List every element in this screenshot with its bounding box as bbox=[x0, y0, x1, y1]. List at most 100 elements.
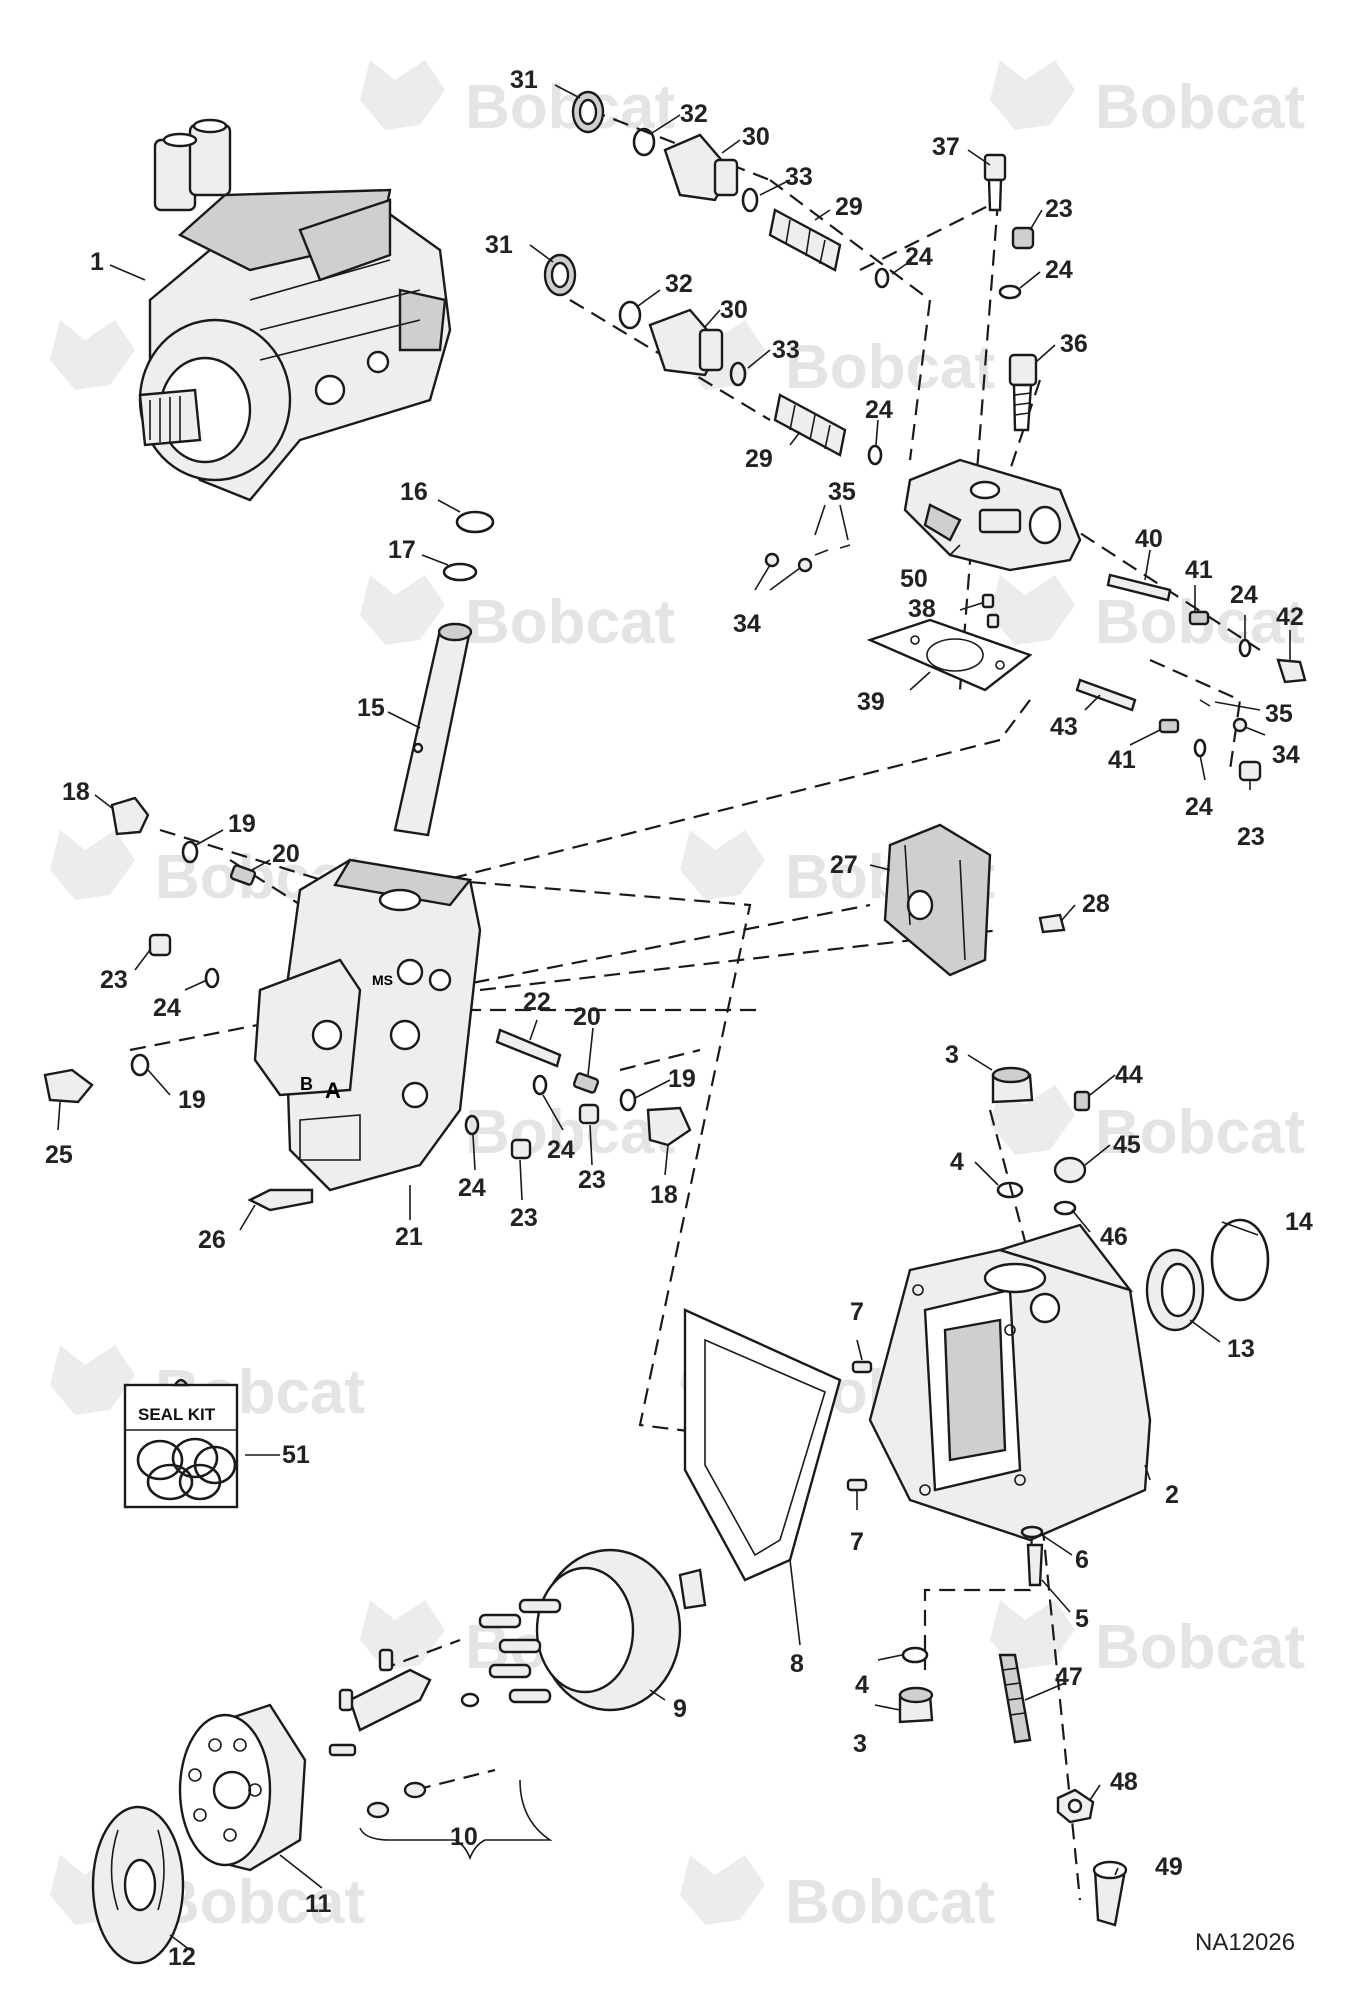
part-40-spool bbox=[1106, 573, 1172, 602]
part-26-bolt bbox=[247, 1188, 314, 1212]
callout-7: 7 bbox=[850, 1298, 864, 1326]
part-23-plug bbox=[1238, 760, 1262, 782]
callout-32: 32 bbox=[680, 100, 708, 128]
callout-8: 8 bbox=[790, 1650, 804, 1678]
callout-18: 18 bbox=[650, 1181, 678, 1209]
part-18-plug-upper bbox=[110, 796, 150, 836]
part-20-spring-lower bbox=[572, 1072, 600, 1094]
svg-text:Bobcat: Bobcat bbox=[465, 1098, 675, 1167]
part-16-o-ring bbox=[455, 510, 495, 534]
part-19-o-ring bbox=[181, 840, 199, 864]
callout-24: 24 bbox=[905, 243, 933, 271]
part-4-o-ring bbox=[901, 1646, 929, 1664]
port-label-b: B bbox=[300, 1074, 313, 1094]
callout-41: 41 bbox=[1108, 746, 1136, 774]
callout-38: 38 bbox=[908, 595, 936, 623]
part-35-pin-right bbox=[1199, 699, 1211, 707]
part-42-plug bbox=[1276, 658, 1307, 684]
callout-35: 35 bbox=[1265, 700, 1293, 728]
part-24-o-ring bbox=[867, 444, 883, 466]
part-24-o-ring bbox=[532, 1074, 548, 1096]
part-38-pin bbox=[981, 593, 1000, 629]
part-19-o-ring bbox=[130, 1053, 150, 1077]
callout-33: 33 bbox=[772, 336, 800, 364]
callout-18: 18 bbox=[62, 778, 90, 806]
watermark: Bobcat bbox=[680, 320, 995, 402]
part-1-motor-assembly bbox=[138, 118, 452, 502]
part-22-spool bbox=[495, 1028, 562, 1068]
part-8-gasket bbox=[683, 1308, 842, 1582]
part-31-bearing-upper bbox=[571, 90, 605, 134]
watermark: Bobcat bbox=[680, 1855, 995, 1937]
callout-28: 28 bbox=[1082, 890, 1110, 918]
part-2-housing bbox=[868, 1223, 1152, 1542]
callout-6: 6 bbox=[1075, 1546, 1089, 1574]
part-45-cap bbox=[1053, 1156, 1087, 1184]
drawing-code: NA12026 bbox=[1195, 1929, 1295, 1956]
callout-24: 24 bbox=[458, 1174, 486, 1202]
callout-24: 24 bbox=[547, 1136, 575, 1164]
callout-23: 23 bbox=[510, 1204, 538, 1232]
part-46-o-ring bbox=[1053, 1200, 1077, 1216]
part-50-valve-block bbox=[903, 458, 1082, 572]
watermark: Bobcat bbox=[990, 60, 1305, 142]
callout-13: 13 bbox=[1227, 1335, 1255, 1363]
callout-23: 23 bbox=[1237, 823, 1265, 851]
callout-9: 9 bbox=[673, 1695, 687, 1723]
seal-kit-label: SEAL KIT bbox=[138, 1405, 216, 1424]
part-33-o-ring-upper bbox=[741, 187, 759, 213]
callout-34: 34 bbox=[1272, 741, 1300, 769]
part-32-o-ring-upper bbox=[632, 127, 656, 157]
callout-24: 24 bbox=[153, 994, 181, 1022]
part-28-screw bbox=[1038, 913, 1066, 934]
callout-23: 23 bbox=[578, 1166, 606, 1194]
callout-29: 29 bbox=[835, 193, 863, 221]
part-23-plug bbox=[510, 1138, 532, 1160]
callout-31: 31 bbox=[485, 231, 513, 259]
callout-4: 4 bbox=[855, 1671, 869, 1699]
callout-19: 19 bbox=[178, 1086, 206, 1114]
part-7-dowel-lower bbox=[846, 1478, 868, 1492]
part-19-o-ring bbox=[619, 1088, 637, 1112]
callout-24: 24 bbox=[865, 396, 893, 424]
callout-10: 10 bbox=[450, 1823, 478, 1851]
callout-7: 7 bbox=[850, 1528, 864, 1556]
callout-20: 20 bbox=[272, 840, 300, 868]
part-23-plug bbox=[1011, 226, 1035, 250]
svg-text:Bobcat: Bobcat bbox=[155, 1868, 365, 1937]
callout-32: 32 bbox=[665, 270, 693, 298]
callout-24: 24 bbox=[1045, 256, 1073, 284]
callout-44: 44 bbox=[1115, 1061, 1143, 1089]
part-44-screw bbox=[1073, 1090, 1091, 1112]
callout-40: 40 bbox=[1135, 525, 1163, 553]
callout-31: 31 bbox=[510, 66, 538, 94]
part-24-o-ring bbox=[204, 967, 220, 989]
part-39-gasket bbox=[866, 618, 1033, 692]
callout-14: 14 bbox=[1285, 1208, 1313, 1236]
part-5-screw bbox=[1026, 1543, 1044, 1587]
callout-30: 30 bbox=[742, 123, 770, 151]
svg-text:Bobcat: Bobcat bbox=[1095, 73, 1305, 142]
callout-33: 33 bbox=[785, 163, 813, 191]
callout-51: 51 bbox=[282, 1441, 310, 1469]
part-13-shaft-seal bbox=[1145, 1248, 1205, 1332]
part-24-o-ring bbox=[464, 1114, 480, 1136]
part-48-nut bbox=[1056, 1788, 1095, 1824]
part-11-cylinder-block bbox=[178, 1703, 307, 1872]
part-34-screw-right bbox=[1232, 717, 1248, 733]
part-3-plug-lower bbox=[898, 1686, 934, 1724]
callout-1: 1 bbox=[90, 248, 104, 276]
part-30-solenoid-upper bbox=[663, 133, 739, 202]
watermark: Bobcat bbox=[990, 1085, 1305, 1167]
part-41-spring-lower bbox=[1158, 718, 1180, 734]
callout-3: 3 bbox=[853, 1730, 867, 1758]
part-32-o-ring-lower bbox=[618, 300, 642, 330]
part-6-o-ring bbox=[1020, 1525, 1044, 1539]
svg-text:Bobcat: Bobcat bbox=[1095, 1613, 1305, 1682]
part-47-screw bbox=[998, 1653, 1032, 1744]
part-51-seal-kit: SEAL KIT bbox=[123, 1378, 239, 1509]
part-37-bolt bbox=[983, 153, 1007, 212]
callout-48: 48 bbox=[1110, 1768, 1138, 1796]
callout-46: 46 bbox=[1100, 1223, 1128, 1251]
callout-15: 15 bbox=[357, 694, 385, 722]
